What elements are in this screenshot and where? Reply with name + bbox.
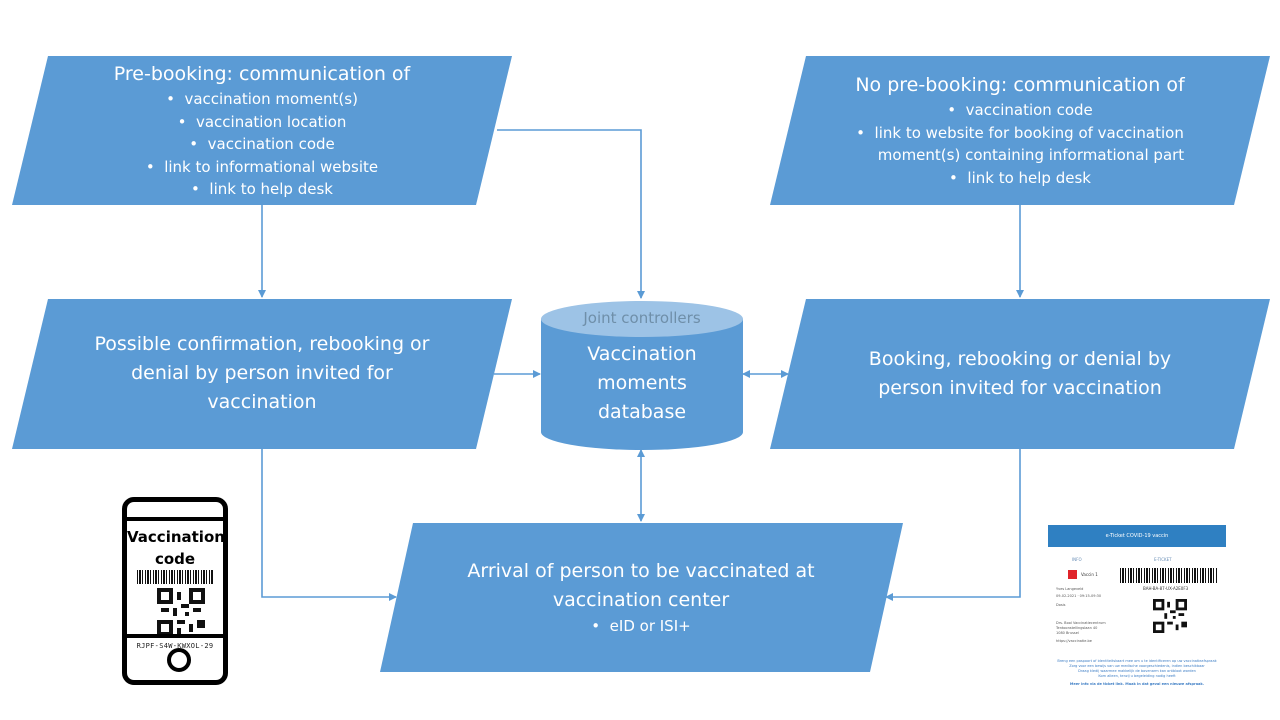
phone-code-title: Vaccination code: [127, 526, 225, 570]
database-top-label: Joint controllers: [583, 309, 701, 327]
booking-line: Booking, rebooking or denial by: [868, 348, 1172, 370]
qr-code-icon: [157, 588, 205, 636]
list-item: link to help desk: [818, 167, 1222, 190]
arrow-prebooking-to-database: [497, 129, 645, 299]
ticket-footer-line: Breng een paspoort of identiteitskaart m…: [1057, 659, 1217, 663]
prebooking-text: Pre-booking: communication of vaccinatio…: [60, 62, 464, 201]
ticket-detail: https://vaccinatie.be: [1056, 639, 1092, 643]
phone-title-line: Vaccination: [127, 528, 225, 546]
list-item: link to informational website: [60, 156, 464, 179]
home-button-icon: [167, 648, 191, 672]
database-line: Vaccination: [587, 343, 697, 365]
list-item: vaccination location: [60, 111, 464, 134]
list-item: link to help desk: [60, 178, 464, 201]
ticket-footer-line: Kom alleen, tenzij u begeleiding nodig h…: [1098, 674, 1176, 678]
ticket-vaccine-name: Vaccin 1: [1081, 572, 1098, 577]
confirmation-shape: [12, 299, 512, 449]
phone-screen-bottom-border: [127, 634, 223, 638]
ticket-footer-line: Zorg voor een bewijs van uw medische voo…: [1069, 664, 1205, 668]
ticket-header: e-Ticket COVID-19 vaccin: [1048, 525, 1226, 547]
database-line: database: [597, 401, 687, 423]
list-item-continuation-text: moment(s) containing informational part: [877, 146, 1185, 164]
arrival-text: Arrival of person to be vaccinated at va…: [401, 557, 881, 638]
confirmation-line: Possible confirmation, rebooking or: [94, 333, 430, 355]
ticket-info-label: INFO: [1072, 557, 1082, 562]
list-item: vaccination code: [60, 133, 464, 156]
list-item: vaccination code: [818, 99, 1222, 122]
phone-screen-top-border: [127, 517, 223, 521]
phone-code-text: RJPF-S4W-KWXOL-29: [136, 642, 214, 650]
confirmation-line: denial by person invited for: [131, 362, 393, 384]
ticket-detail: Tentoonstellingslaan 40: [1056, 626, 1098, 630]
ticket-bottom-line: Meer info via de ticket link. Maak in da…: [1069, 682, 1205, 686]
arrow-confirmation-to-arrival: [261, 449, 397, 601]
database-cylinder: [541, 301, 743, 450]
ticket-detail: Yves Langeveld: [1056, 587, 1084, 591]
noprebooking-text: No pre-booking: communication of vaccina…: [818, 73, 1222, 189]
ticket-eticket-label: E-TICKET: [1154, 557, 1172, 562]
booking-shape: [770, 299, 1270, 449]
phone-title-line: code: [154, 550, 196, 568]
prebooking-list: vaccination moment(s) vaccination locati…: [60, 88, 464, 201]
list-item: vaccination moment(s): [60, 88, 464, 111]
database-label: Vaccination moments database: [561, 340, 723, 427]
confirmation-text: Possible confirmation, rebooking or deni…: [40, 330, 484, 417]
arrival-line: Arrival of person to be vaccinated at: [467, 560, 815, 582]
barcode-icon: [137, 570, 213, 584]
ticket-barcode-number: BAH-BA-87-UX-A2E0F3: [1143, 586, 1189, 591]
arrival-line: vaccination center: [552, 589, 730, 611]
arrow-booking-to-arrival: [885, 449, 1021, 601]
list-item: link to website for booking of vaccinati…: [818, 122, 1222, 145]
confirmation-line: vaccination: [207, 391, 317, 413]
e-ticket-image: e-Ticket COVID-19 vaccin INFO E-TICKET V…: [1048, 525, 1226, 690]
ticket-barcode-icon: [1120, 568, 1218, 583]
ticket-detail: Drs. Bool Vaccinatiecentrum: [1056, 621, 1106, 625]
ticket-detail: Dosis: [1056, 603, 1066, 607]
smartphone-icon: Vaccination code RJPF-S4W-KWXOL-29: [122, 497, 228, 685]
list-item: eID or ISI+: [401, 615, 881, 638]
arrival-list: eID or ISI+: [401, 615, 881, 638]
booking-line: person invited for vaccination: [878, 377, 1162, 399]
ticket-qr-code-icon: [1153, 599, 1187, 633]
booking-text: Booking, rebooking or denial by person i…: [798, 345, 1242, 403]
vaccine-logo-icon: [1068, 570, 1077, 579]
ticket-footer-line: Draag kledij waarmee makkelijk de bovena…: [1078, 669, 1196, 673]
database-line: moments: [597, 372, 687, 394]
ticket-detail: 09-02-2021 · 09:15-09:30: [1056, 594, 1102, 598]
ticket-detail: 1080 Brussel: [1056, 631, 1079, 635]
list-item-continuation: moment(s) containing informational part: [818, 144, 1222, 167]
noprebooking-list: vaccination code link to website for boo…: [818, 99, 1222, 189]
noprebooking-title: No pre-booking: communication of: [855, 74, 1185, 96]
prebooking-title: Pre-booking: communication of: [113, 63, 411, 85]
